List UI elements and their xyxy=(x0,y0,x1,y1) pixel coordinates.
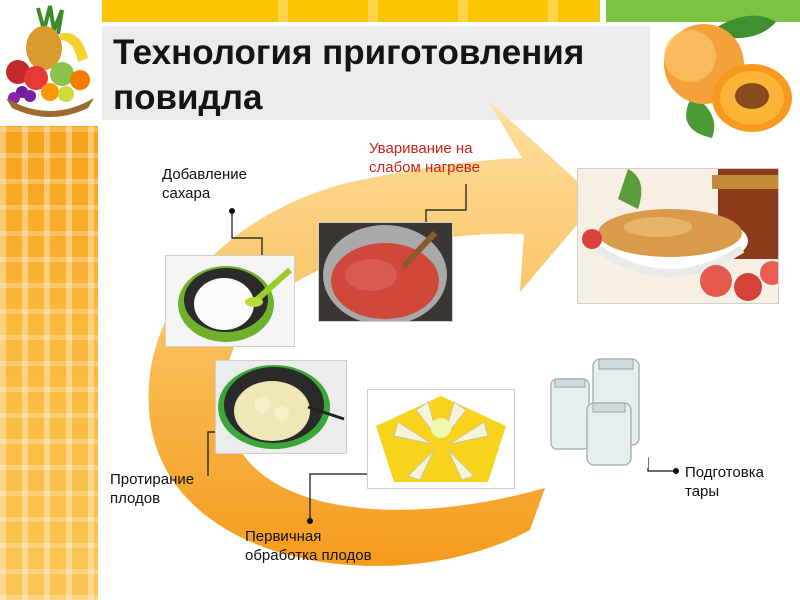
photo-jars xyxy=(546,354,648,468)
photo-boiling xyxy=(318,222,453,322)
photo-primary-processing xyxy=(367,389,515,489)
photo-finished-jam xyxy=(577,168,779,304)
orange-plaid-stripe xyxy=(0,126,98,600)
fruit-basket-image xyxy=(6,5,94,117)
title-background xyxy=(102,26,650,120)
page-title: Технология приготовления повидла xyxy=(113,33,585,117)
step-label-primary: Первичная обработка плодов xyxy=(245,528,372,564)
connector-dot xyxy=(673,468,679,474)
connector-dot xyxy=(307,518,313,524)
photo-rubbing xyxy=(215,360,347,454)
connector-dot xyxy=(229,208,235,214)
step-label-sugar: Добавление сахара xyxy=(162,166,247,202)
step-label-rubbing: Протирание плодов xyxy=(110,471,195,507)
peach-image xyxy=(664,15,792,138)
photo-sugar xyxy=(165,255,295,347)
connector-primary xyxy=(309,473,382,521)
step-label-boiling: Уваривание на слабом нагреве xyxy=(369,140,480,176)
step-label-jars: Подготовка тары xyxy=(685,464,764,500)
top-bar-yellow-light xyxy=(198,0,600,22)
connector-sugar xyxy=(231,211,263,261)
